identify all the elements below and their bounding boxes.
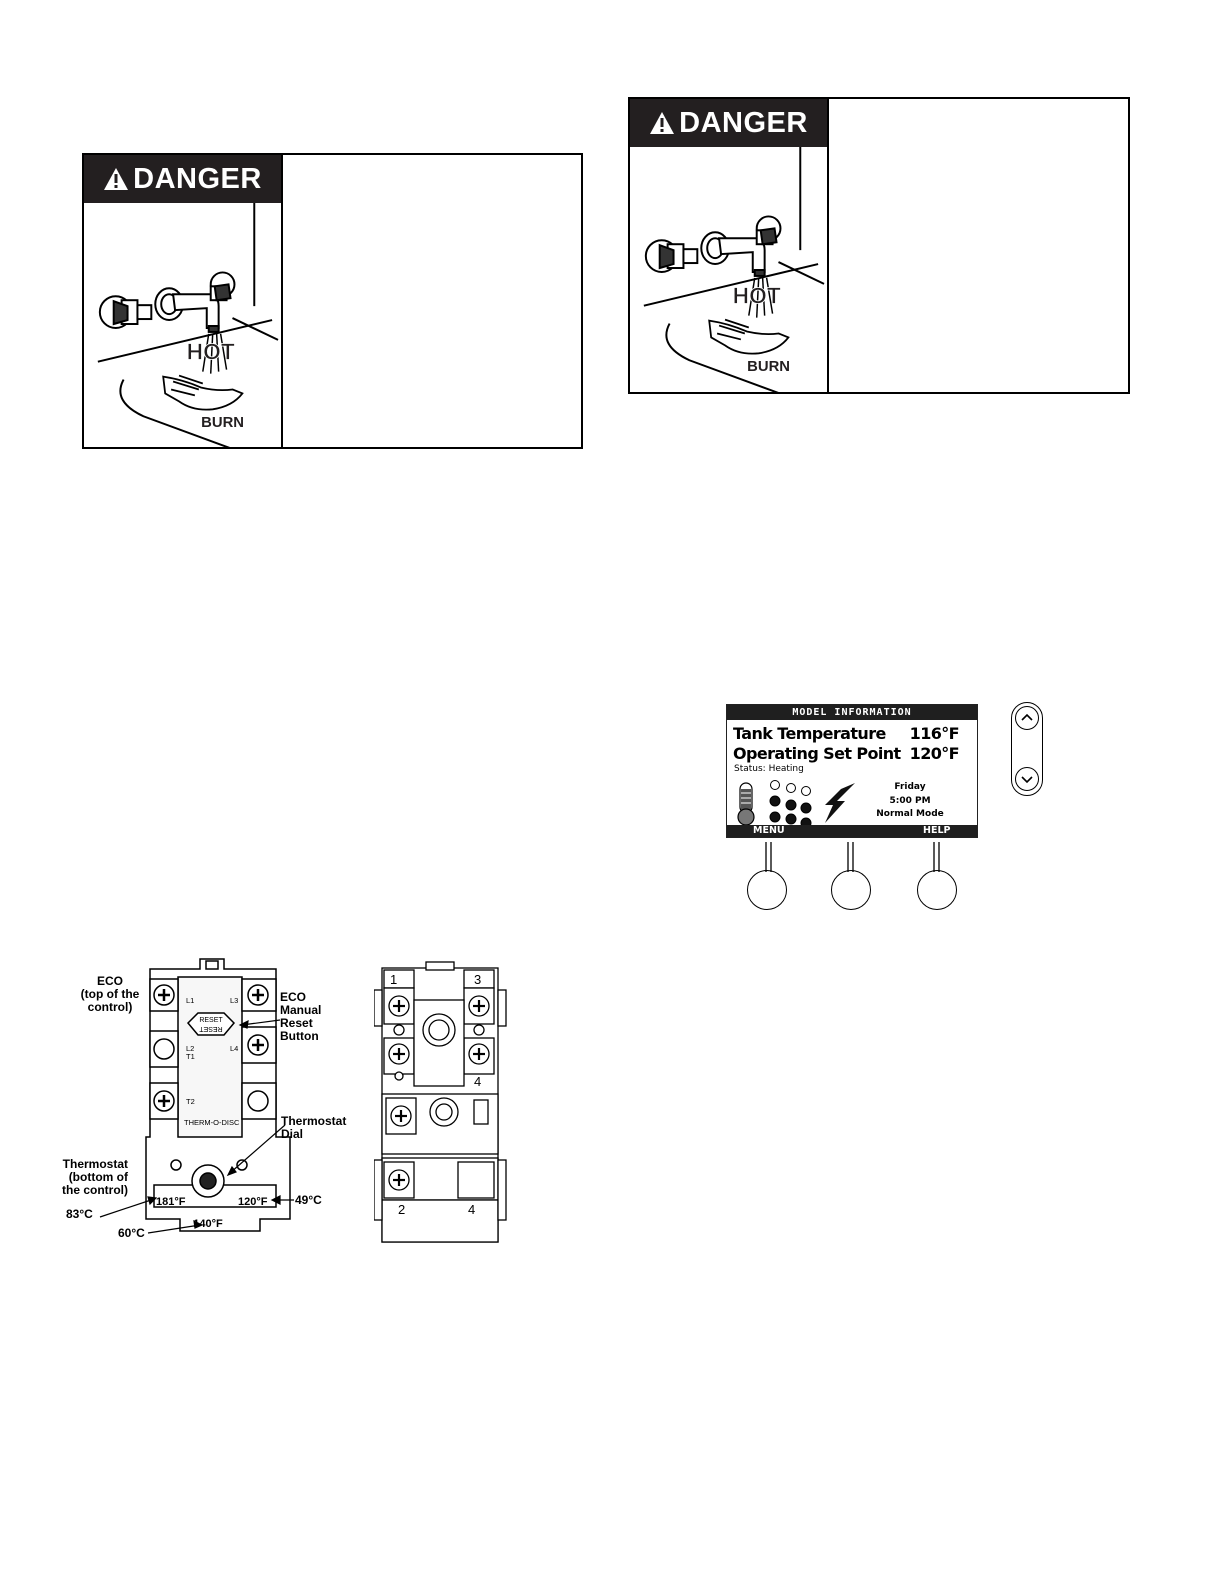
warning-triangle-icon [104,168,129,190]
thermostat-dial-label: Thermostat Dial [281,1114,347,1141]
danger-header: DANGER [630,99,827,147]
hot-water-burn-icon: HOT BURN [643,147,825,392]
temp-83c: 83°C [66,1207,93,1221]
center-button[interactable] [831,870,871,910]
thermostat-diagram-2: 1 3 4 2 4 [374,961,507,1243]
lcd-footer: MENU HELP [727,825,977,837]
time-text: 5:00 PM [889,795,931,806]
brand-text: THERM-O-DISC [184,1118,240,1127]
temp-60c: 60°C [118,1226,145,1240]
eco-label: ECO (top of the control) [80,974,140,1014]
danger-box-left: DANGER [82,153,583,449]
reset-text-inverted: RESET [199,1025,223,1032]
terminal-t1: T1 [186,1052,195,1061]
set-point-label: Operating Set Point [733,744,901,763]
heating-elements-icon [769,780,812,827]
thermometer-icon [737,782,755,826]
tank-temperature-label: Tank Temperature [733,724,886,743]
temp-140f: 140°F [193,1218,223,1230]
thermostat-eco-diagram: RESET RESET L1 L3 L2 T1 L4 T2 THERM-O-DI… [145,958,291,1232]
eco-reset-label: ECO Manual Reset Button [280,990,322,1043]
tank-temperature-value: 116°F [909,724,960,743]
chevron-up-icon [1021,713,1033,721]
terminal-t2: T2 [186,1097,195,1106]
menu-label: MENU [753,825,785,836]
hot-water-burn-icon: HOT BURN [97,203,279,447]
danger-header: DANGER [84,155,281,203]
lcd-title: MODEL INFORMATION [727,705,977,720]
lightning-bolt-icon [825,783,855,823]
help-label: HELP [923,825,951,836]
temp-49c: 49°C [295,1193,322,1207]
danger-text: DANGER [679,106,808,139]
danger-box-right: DANGER [628,97,1130,394]
terminal-4-top: 4 [474,1074,481,1089]
warning-triangle-icon [650,112,675,134]
reset-text: RESET [199,1017,223,1024]
date-time-block: Friday 5:00 PM Normal Mode [873,781,947,822]
burn-text: BURN [747,359,790,375]
tank-temperature-row: Tank Temperature 116°F [733,724,960,743]
temp-120f: 120°F [238,1196,268,1208]
terminal-1: 1 [390,972,397,987]
danger-panel-left: DANGER [84,155,283,447]
status-text: Status: Heating [734,764,804,774]
lcd-display: MODEL INFORMATION Tank Temperature 116°F… [726,704,978,838]
danger-panel-right: DANGER [630,99,829,392]
terminal-4-bottom: 4 [468,1202,475,1217]
up-down-button-housing [1011,702,1043,796]
diagram-arrows [99,1019,294,1234]
temp-181f: 181°F [156,1196,186,1208]
mode-text: Normal Mode [876,809,944,819]
terminal-l3: L3 [230,996,238,1005]
terminal-3: 3 [474,972,481,987]
terminal-l2: L2 [186,1044,194,1053]
menu-button[interactable] [747,870,787,910]
set-point-value: 120°F [909,744,960,763]
terminal-l1: L1 [186,996,194,1005]
chevron-down-icon [1021,776,1033,784]
down-button[interactable] [1015,767,1039,791]
up-button[interactable] [1015,706,1039,730]
thermostat-label: Thermostat (bottom of the control) [62,1157,128,1197]
lcd-soft-buttons [765,842,940,872]
help-button[interactable] [917,870,957,910]
terminal-2: 2 [398,1202,405,1217]
terminal-l4: L4 [230,1044,238,1053]
set-point-row: Operating Set Point 120°F [733,744,960,763]
danger-text: DANGER [133,162,262,195]
burn-text: BURN [201,415,244,431]
day-text: Friday [894,782,926,792]
hot-text: HOT [187,339,235,365]
hot-text: HOT [733,283,781,309]
